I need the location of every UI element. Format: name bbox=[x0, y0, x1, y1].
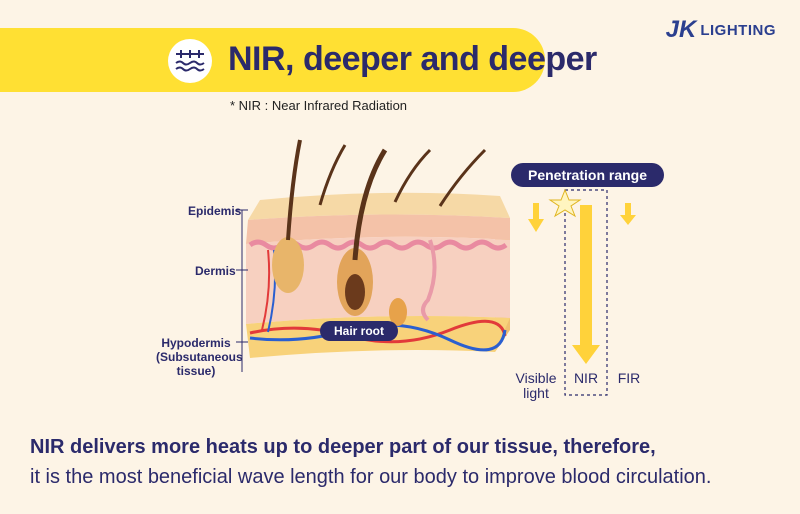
hair-strand bbox=[318, 144, 347, 206]
wave-label-nir: NIR bbox=[573, 370, 599, 386]
layer-label-epidermis: Epidemis bbox=[188, 204, 242, 218]
hair-strand bbox=[286, 139, 302, 241]
hair-strand bbox=[393, 148, 432, 203]
hair-root-label: Hair root bbox=[320, 321, 398, 341]
wave-heat-icon bbox=[168, 39, 212, 83]
hair-strand bbox=[352, 148, 388, 261]
layer-bracket bbox=[236, 209, 248, 372]
sweat-gland bbox=[421, 239, 437, 322]
star-icon bbox=[548, 188, 582, 218]
visible-light-arrow bbox=[528, 203, 544, 232]
nir-arrow bbox=[572, 205, 600, 364]
footnote: * NIR : Near Infrared Radiation bbox=[230, 98, 408, 113]
wave-label-fir: FIR bbox=[617, 370, 641, 386]
brand-logo: JK LIGHTING bbox=[666, 16, 776, 44]
artery bbox=[249, 319, 507, 344]
page-title: NIR, deeper and deeper bbox=[228, 40, 597, 78]
fir-arrow bbox=[620, 203, 636, 225]
hair-follicle bbox=[272, 237, 304, 293]
logo-text: LIGHTING bbox=[700, 21, 776, 39]
hair-root bbox=[345, 274, 365, 310]
dermis-layer bbox=[246, 236, 510, 324]
wave-label-visible: Visible light bbox=[515, 370, 557, 401]
penetration-range-badge: Penetration range bbox=[511, 163, 664, 187]
body-text-line-1: NIR delivers more heats up to deeper par… bbox=[30, 436, 656, 458]
nir-range-box bbox=[564, 189, 608, 396]
sebaceous-gland bbox=[389, 298, 407, 326]
body-text: NIR delivers more heats up to deeper par… bbox=[30, 432, 711, 492]
title-banner: NIR, deeper and deeper bbox=[0, 28, 597, 92]
layer-label-dermis: Dermis bbox=[195, 264, 236, 278]
body-text-line-2: it is the most beneficial wave length fo… bbox=[30, 466, 712, 488]
layer-label-hypodermis: Hypodermis (Subsutaneous tissue) bbox=[156, 336, 243, 378]
logo-mark: JK bbox=[665, 16, 697, 43]
hair-strand bbox=[438, 148, 487, 207]
epidermis-layer bbox=[246, 214, 510, 244]
